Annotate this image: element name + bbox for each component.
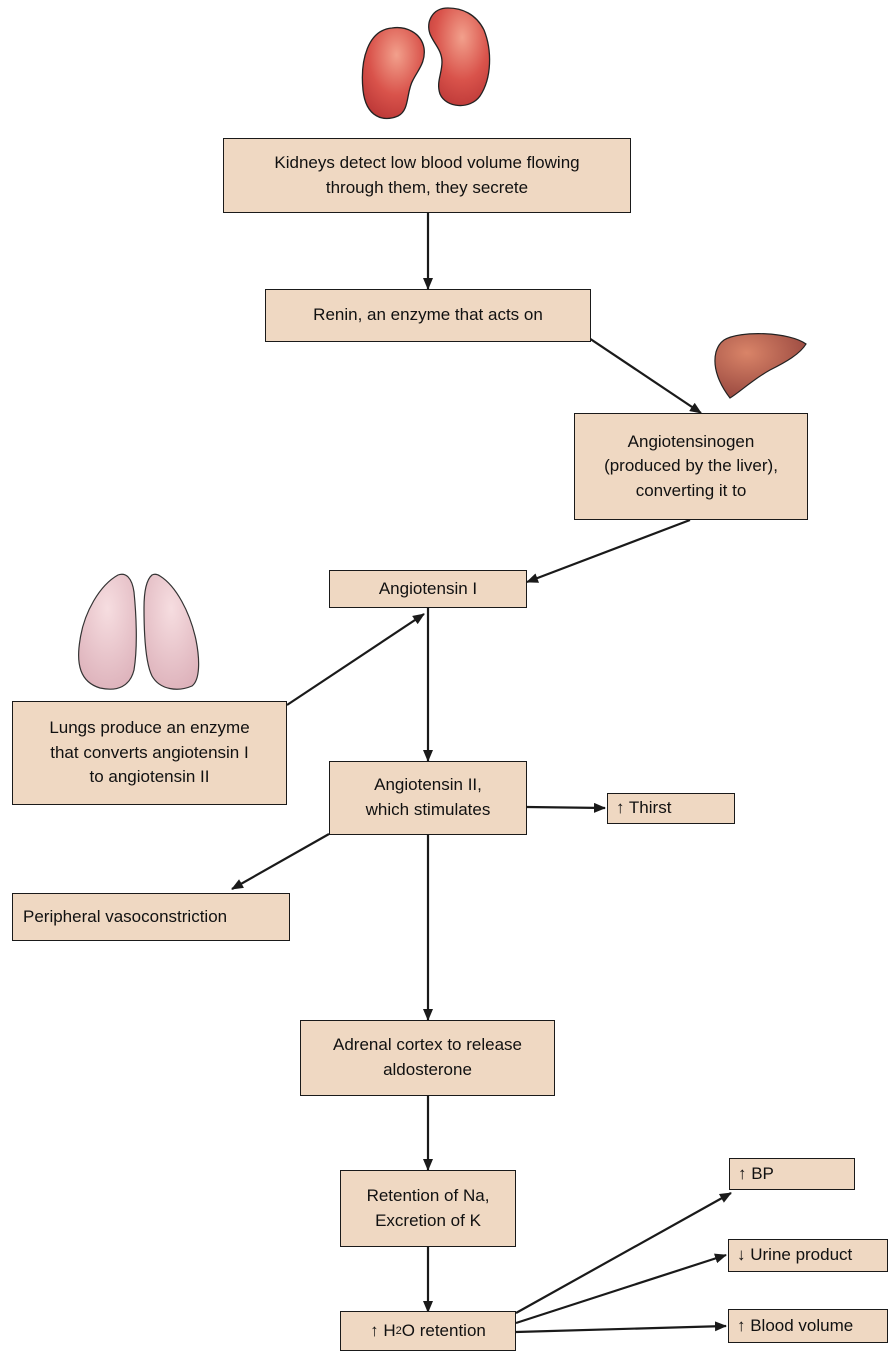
left-lung-icon (78, 573, 137, 690)
arrow-angiotensin2-to-vasoconstriction (231, 833, 330, 890)
node-angiotensinogen: Angiotensinogen (produced by the liver),… (574, 413, 808, 520)
node-urine: ↓ Urine product (728, 1239, 888, 1272)
right-kidney-icon (428, 7, 491, 107)
lungs-illustration (78, 573, 200, 690)
arrow-angiotensin2-to-thirst (526, 802, 606, 813)
liver-illustration (714, 333, 807, 399)
node-kidneys-detect: Kidneys detect low blood volume flowing … (223, 138, 631, 213)
node-bp: ↑ BP (729, 1158, 855, 1190)
right-lung-icon (143, 573, 200, 690)
arrow-h2o-to-blood-volume (515, 1321, 727, 1334)
node-angiotensin-1: Angiotensin I (329, 570, 527, 608)
node-retention-na: Retention of Na, Excretion of K (340, 1170, 516, 1247)
node-renin: Renin, an enzyme that acts on (265, 289, 591, 342)
arrow-h2o-to-bp (515, 1192, 732, 1314)
left-kidney-icon (361, 26, 425, 120)
node-thirst: ↑ Thirst (607, 793, 735, 824)
node-vasoconstriction: Peripheral vasoconstriction (12, 893, 290, 941)
node-lungs-enzyme: Lungs produce an enzyme that converts an… (12, 701, 287, 805)
arrow-angiotensinogen-to-angiotensin1 (526, 518, 691, 584)
kidneys-illustration (361, 7, 491, 120)
h2o-prefix: ↑ H (370, 1320, 396, 1340)
arrow-h2o-to-urine (515, 1253, 727, 1325)
node-blood-volume: ↑ Blood volume (728, 1309, 888, 1343)
node-angiotensin-2: Angiotensin II, which stimulates (329, 761, 527, 835)
node-adrenal-cortex: Adrenal cortex to release aldosterone (300, 1020, 555, 1096)
arrow-lungs-to-angiotensin1 (286, 613, 425, 706)
h2o-suffix: O retention (401, 1320, 486, 1340)
liver-icon (714, 333, 807, 399)
